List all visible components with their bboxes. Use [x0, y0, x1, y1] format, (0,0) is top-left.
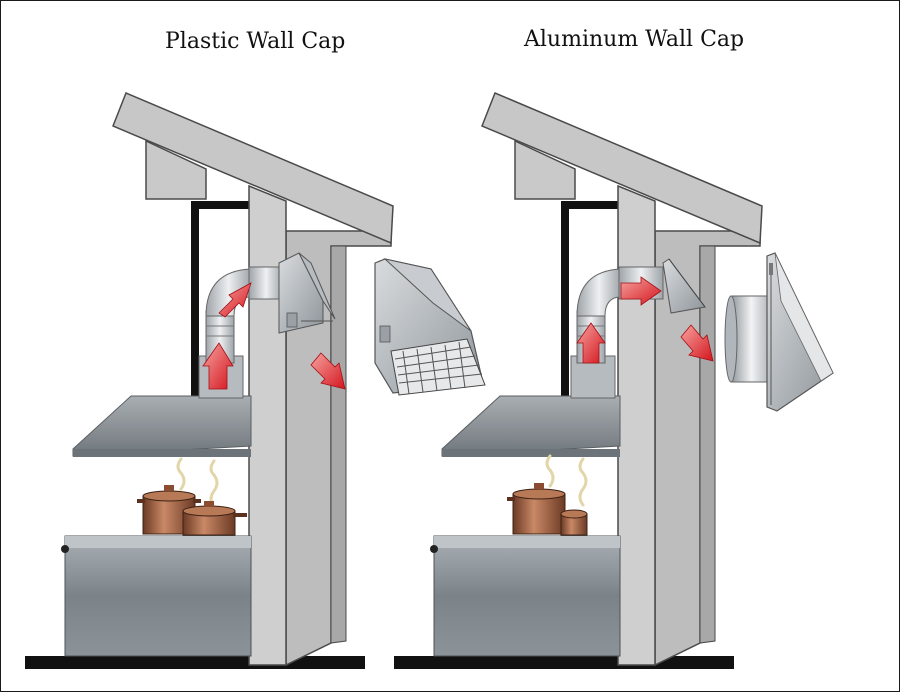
wall-frame-black — [561, 201, 569, 401]
airflow-arrows-plastic — [202, 282, 346, 390]
aluminum-wall-cap-installed — [662, 258, 706, 314]
arrow-right-icon — [620, 276, 662, 306]
steam — [176, 457, 219, 509]
title-plastic-wall-cap: Plastic Wall Cap — [165, 29, 346, 54]
aluminum-wall-cap-detail — [724, 252, 834, 412]
arrow-out-icon — [310, 352, 346, 390]
range-hood — [72, 395, 252, 457]
ceiling-block — [145, 139, 207, 200]
steam — [545, 454, 588, 507]
panel-plastic-wall-cap — [25, 92, 486, 669]
stove-cabinet — [61, 535, 252, 657]
roof-beam — [481, 92, 763, 245]
arrow-out-icon — [680, 324, 714, 362]
stove-cabinet — [430, 535, 621, 657]
floor-slab — [25, 656, 365, 669]
arrow-diagonal-icon — [218, 282, 252, 318]
arrow-up-icon — [576, 322, 606, 364]
pot-small — [560, 509, 588, 536]
pot-small — [182, 501, 247, 536]
ceiling-block — [514, 139, 576, 200]
wall-frame-black — [191, 201, 199, 401]
floor-slab — [394, 656, 734, 669]
title-aluminum-wall-cap: Aluminum Wall Cap — [524, 27, 745, 52]
roof-beam — [112, 92, 394, 245]
airflow-arrows-aluminum — [576, 276, 714, 364]
range-hood — [441, 395, 621, 457]
plastic-wall-cap-detail — [374, 258, 486, 396]
plastic-wall-cap-installed — [278, 252, 336, 334]
wall-column — [248, 184, 287, 666]
wall-column — [617, 184, 656, 666]
pot-large — [507, 483, 566, 535]
arrow-up-icon — [202, 342, 234, 390]
panel-aluminum-wall-cap — [394, 92, 834, 669]
